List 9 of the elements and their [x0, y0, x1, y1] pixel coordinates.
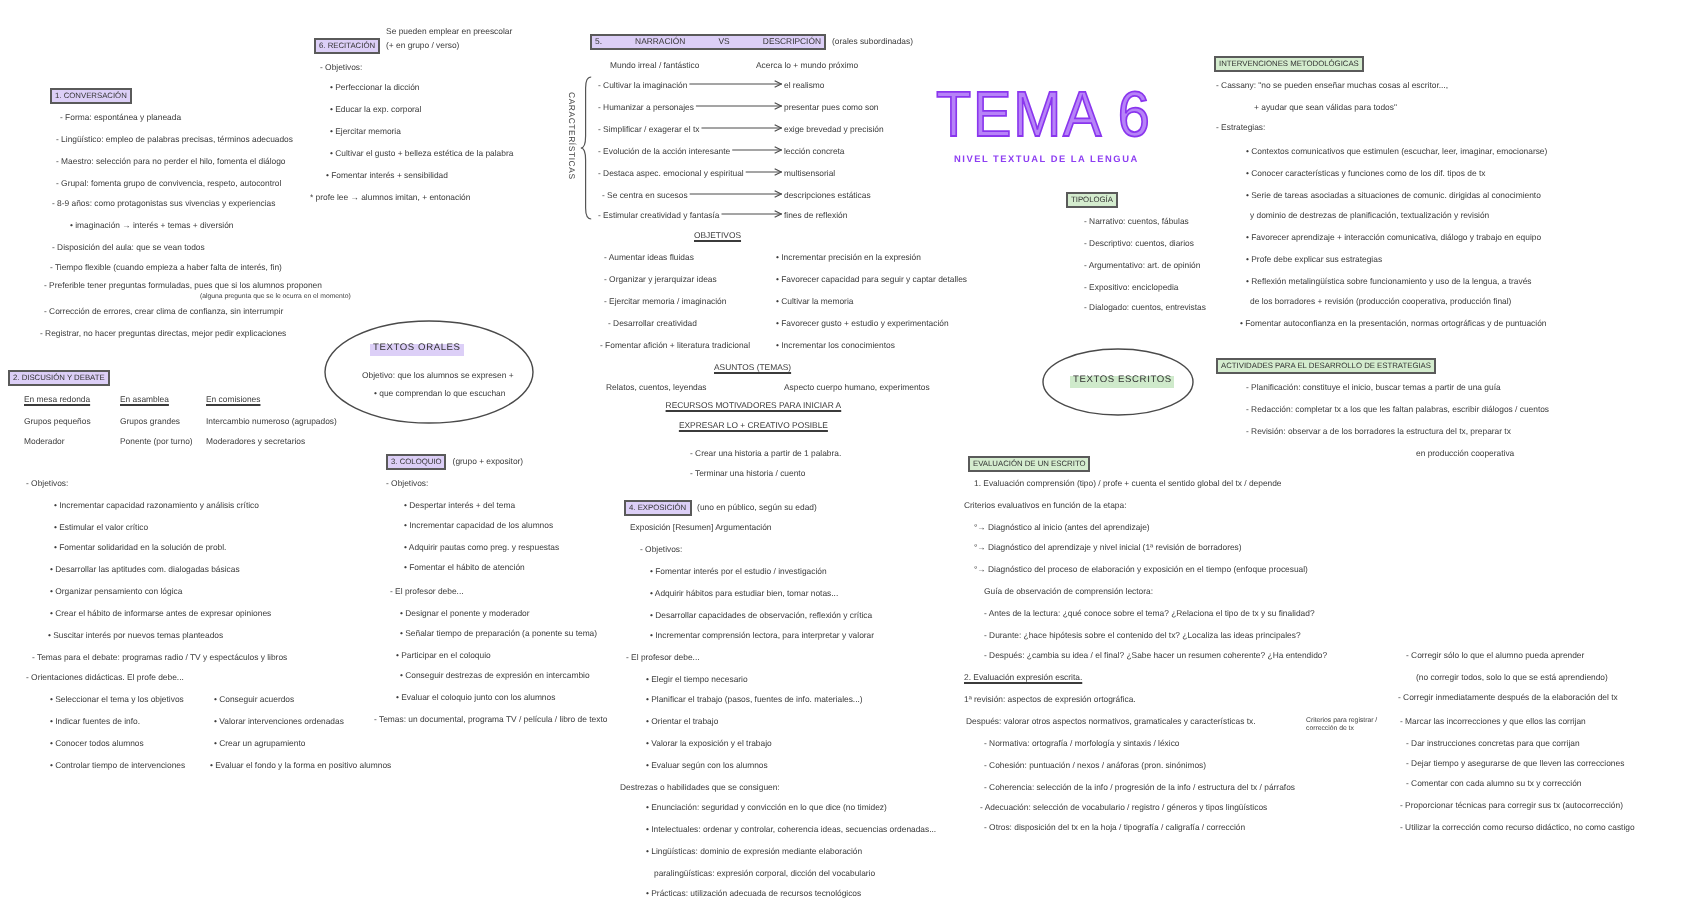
arrow [721, 210, 783, 218]
arrow [688, 80, 783, 88]
arrow [689, 190, 783, 198]
topic-oval [1042, 348, 1194, 416]
title-text: TEMA 6 [936, 82, 1152, 146]
arrow [695, 102, 783, 110]
arrow [700, 124, 783, 132]
arrow [731, 146, 783, 154]
arrow [745, 168, 783, 176]
